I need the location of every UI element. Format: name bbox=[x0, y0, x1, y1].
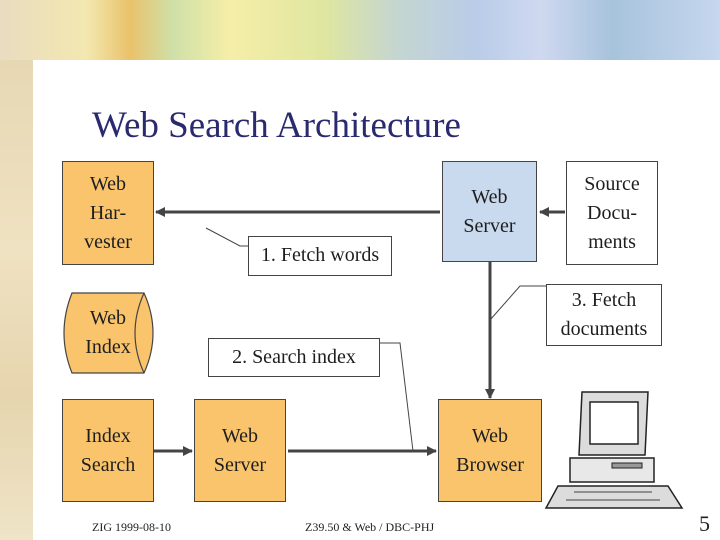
web-index-label: Web Index bbox=[85, 307, 131, 358]
decorative-left-strip bbox=[0, 60, 33, 540]
callout-leader-search-index bbox=[380, 342, 414, 452]
web-browser-box: Web Browser bbox=[438, 399, 542, 502]
footer-center: Z39.50 & Web / DBC-PHJ bbox=[305, 520, 435, 534]
index-search-box: Index Search bbox=[62, 399, 154, 502]
callout-fetch-documents: 3. Fetch documents bbox=[546, 284, 662, 346]
web-server-top-box: Web Server bbox=[442, 161, 537, 262]
source-documents-box: Source Docu- ments bbox=[566, 161, 658, 265]
callout-leader-fetch-documents bbox=[489, 285, 546, 321]
web-harvester-box: Web Har- vester bbox=[62, 161, 154, 265]
footer-left: ZIG 1999-08-10 bbox=[92, 520, 171, 534]
web-server-middle-box: Web Server bbox=[194, 399, 286, 502]
page-number: 5 bbox=[699, 511, 710, 536]
callout-search-index: 2. Search index bbox=[208, 338, 380, 377]
callout-leader-fetch-words bbox=[205, 227, 248, 247]
decorative-banner bbox=[0, 0, 720, 60]
slide-title: Web Search Architecture bbox=[92, 105, 461, 146]
callout-fetch-words: 1. Fetch words bbox=[248, 236, 392, 276]
computer-icon bbox=[544, 391, 684, 509]
